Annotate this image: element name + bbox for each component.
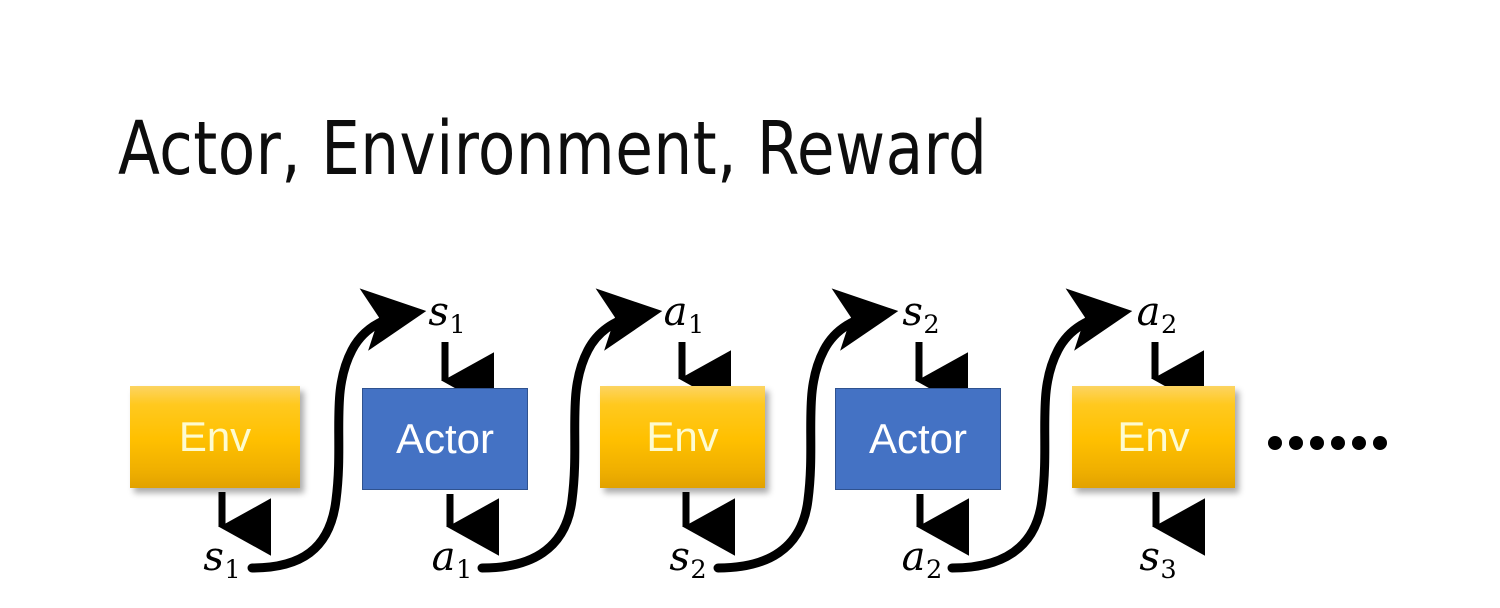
box-actor-1[interactable]: Actor	[362, 388, 528, 490]
label-bottom-s3-base: s	[1139, 533, 1160, 580]
box-actor-2[interactable]: Actor	[835, 388, 1001, 490]
arrows-label-to-box	[441, 342, 1204, 410]
label-bottom-s2-sub: 2	[690, 554, 707, 585]
label-bottom-s1-sub: 1	[224, 554, 241, 585]
page-title: Actor, Environment, Reward	[118, 106, 988, 192]
label-top-s1-sub: 1	[449, 309, 466, 340]
label-bottom-s2-base: s	[669, 533, 690, 580]
label-top-s2: s2	[902, 292, 939, 338]
label-bottom-s2: s2	[669, 537, 706, 583]
ellipsis-dot	[1373, 436, 1387, 450]
label-top-a1-sub: 1	[688, 309, 705, 340]
ellipsis-dot	[1352, 436, 1366, 450]
label-top-a2: a2	[1137, 292, 1178, 338]
box-env-1[interactable]: Env	[130, 386, 300, 488]
label-bottom-s1-base: s	[203, 533, 224, 580]
ellipsis-dot	[1310, 436, 1324, 450]
label-top-a2-sub: 2	[1161, 309, 1178, 340]
label-bottom-a1: a1	[432, 537, 473, 583]
label-bottom-s1: s1	[203, 537, 240, 583]
ellipsis-dot	[1268, 436, 1282, 450]
box-env-3[interactable]: Env	[1072, 386, 1235, 488]
label-top-s2-base: s	[902, 288, 923, 335]
label-bottom-a2: a2	[902, 537, 943, 583]
label-top-s1: s1	[428, 292, 465, 338]
label-bottom-s3-sub: 3	[1160, 554, 1177, 585]
box-actor-1-label: Actor	[395, 415, 495, 462]
box-env-1-label: Env	[178, 413, 252, 460]
box-env-2[interactable]: Env	[600, 386, 765, 488]
box-env-3-label: Env	[1117, 413, 1190, 460]
label-top-a2-base: a	[1136, 288, 1161, 335]
ellipsis-dot	[1331, 436, 1345, 450]
label-bottom-s3: s3	[1139, 537, 1176, 583]
arrows-box-to-label	[218, 492, 1205, 556]
ellipsis-dot	[1289, 436, 1303, 450]
label-bottom-a2-base: a	[901, 533, 926, 580]
label-bottom-a1-base: a	[431, 533, 456, 580]
label-top-s2-sub: 2	[923, 309, 940, 340]
box-actor-2-label: Actor	[868, 415, 968, 462]
label-bottom-a2-sub: 2	[926, 554, 943, 585]
label-bottom-a1-sub: 1	[456, 554, 473, 585]
label-top-a1: a1	[664, 292, 705, 338]
label-top-a1-base: a	[663, 288, 688, 335]
box-env-2-label: Env	[646, 413, 719, 460]
ellipsis-continuation	[1268, 436, 1387, 450]
label-top-s1-base: s	[428, 288, 449, 335]
